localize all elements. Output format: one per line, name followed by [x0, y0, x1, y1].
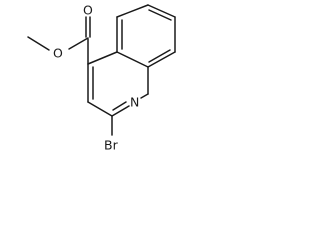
atom-label-ester-oxygen: O [53, 46, 63, 61]
atom-label-carbonyl-oxygen: O [83, 3, 93, 18]
bond-carbonyl-c-ester-o [68, 37, 89, 50]
bond-c3-c2 [87, 101, 113, 117]
bond-c5-c6 [116, 4, 149, 18]
bond-c2-n1-inner [112, 101, 127, 111]
bond-c4a-c4 [87, 51, 118, 65]
bond-n1-c8a [140, 93, 149, 99]
atom-label-ring-nitrogen: N [130, 95, 139, 110]
bond-c8-c8a-inner [148, 49, 171, 63]
bond-c8a-c4a [116, 51, 149, 68]
bond-c6-c7-inner [148, 9, 172, 21]
bond-ester-o-methyl [27, 36, 50, 51]
bond-c2-n1-outer [111, 105, 130, 117]
bond-c6-c7-outer [147, 4, 176, 18]
molecule-structure: O O N Br [27, 3, 176, 153]
atom-label-bromine: Br [104, 138, 119, 153]
bond-c8-c8a-outer [147, 51, 176, 68]
